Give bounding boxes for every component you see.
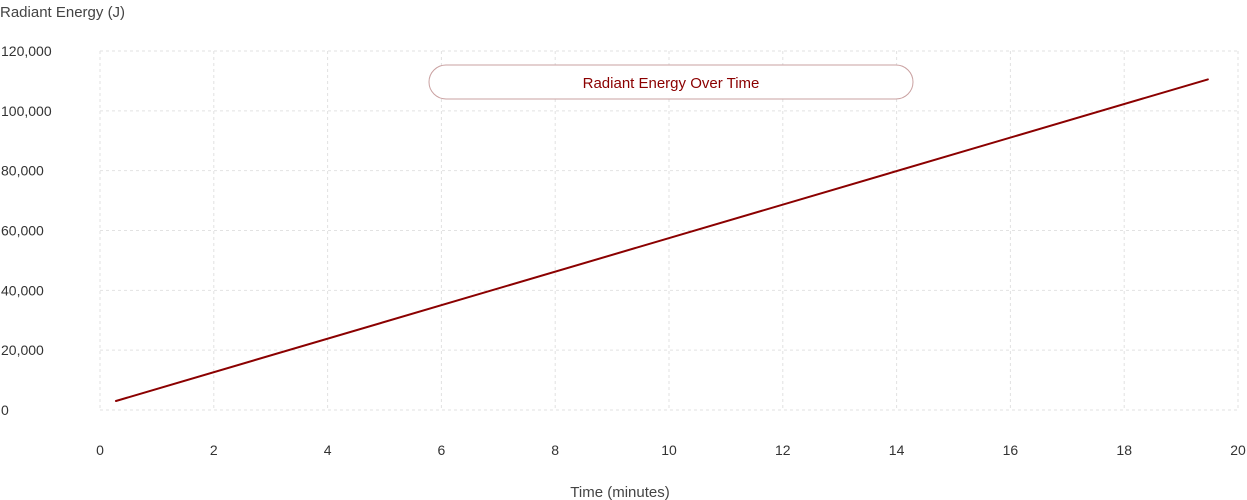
x-tick-label: 8 (551, 442, 559, 458)
x-tick-label: 6 (438, 442, 446, 458)
y-tick-label: 120,000 (1, 43, 52, 59)
x-tick-label: 16 (1003, 442, 1019, 458)
x-tick-label: 20 (1230, 442, 1246, 458)
x-tick-label: 10 (661, 442, 677, 458)
x-tick-label: 0 (96, 442, 104, 458)
x-axis-title: Time (minutes) (570, 484, 669, 500)
y-tick-label: 40,000 (1, 282, 44, 298)
y-axis-ticks: 0 20,000 40,000 60,000 80,000 100,000 120,000 (1, 43, 52, 418)
y-tick-label: 0 (1, 402, 9, 418)
series-layer (114, 78, 1209, 403)
y-tick-label: 60,000 (1, 223, 44, 239)
y-tick-label: 80,000 (1, 163, 44, 179)
legend-box[interactable] (428, 64, 914, 100)
x-tick-label: 14 (889, 442, 905, 458)
x-tick-label: 18 (1116, 442, 1132, 458)
y-axis-title: Radiant Energy (J) (0, 4, 125, 21)
x-axis-ticks: 0 2 4 6 8 10 12 14 16 18 20 (96, 442, 1246, 458)
x-tick-label: 4 (324, 442, 332, 458)
y-tick-label: 20,000 (1, 342, 44, 358)
y-tick-label: 100,000 (1, 103, 52, 119)
series-line-0 (114, 78, 1209, 403)
legend-label: Radiant Energy Over Time (583, 75, 760, 92)
grid (99, 50, 1239, 411)
x-tick-label: 12 (775, 442, 791, 458)
x-tick-label: 2 (210, 442, 218, 458)
legend[interactable]: Radiant Energy Over Time (428, 64, 914, 100)
